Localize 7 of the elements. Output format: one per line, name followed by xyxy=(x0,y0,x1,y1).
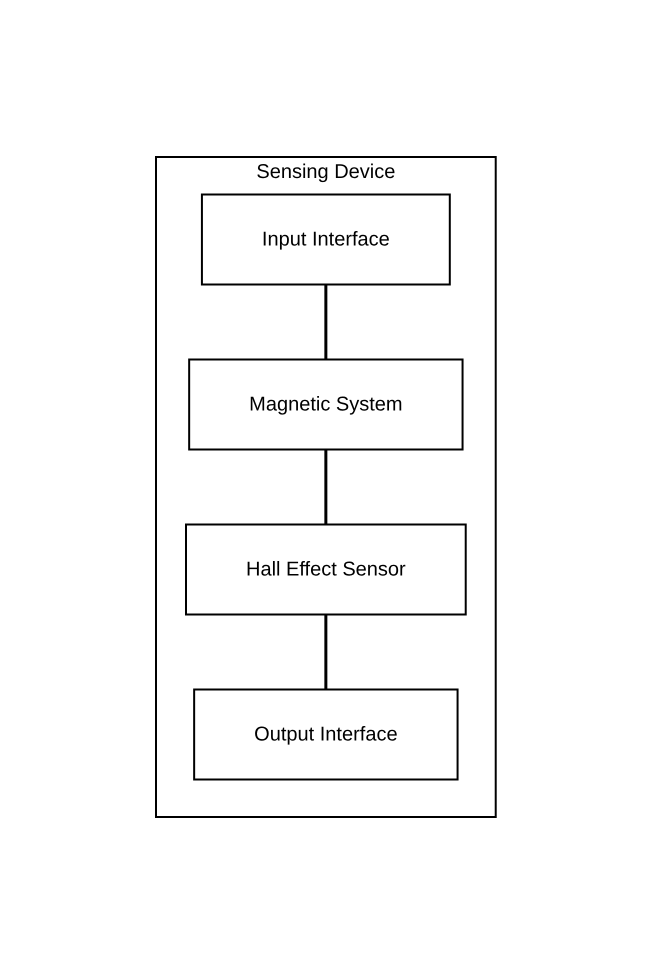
connector xyxy=(324,614,328,690)
node-box: Output Interface xyxy=(193,688,459,780)
connector xyxy=(324,450,328,524)
connector xyxy=(324,284,328,360)
node-box: Input Interface xyxy=(201,194,451,286)
node-box: Hall Effect Sensor xyxy=(185,524,467,616)
node-box: Magnetic System xyxy=(188,358,464,450)
